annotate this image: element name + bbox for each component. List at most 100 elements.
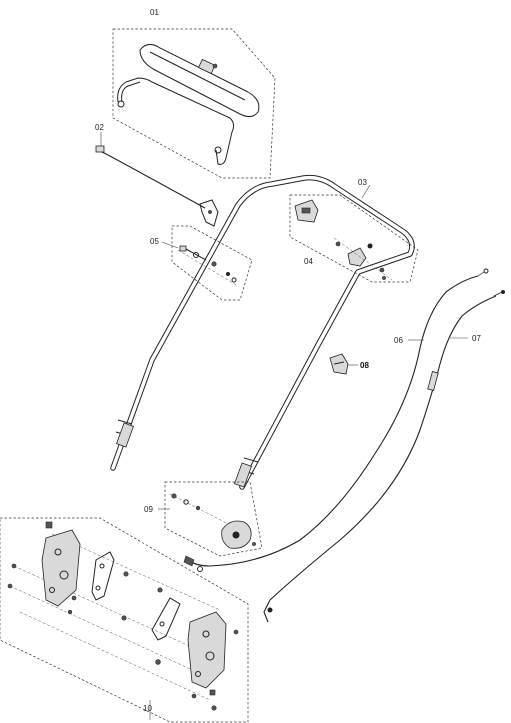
right-bracket-hole-2 [205, 651, 215, 661]
bolt-shank [185, 248, 207, 261]
right-bracket-bolt [209, 689, 216, 696]
left-bracket-bolt [45, 521, 53, 529]
left-bracket-hole-2 [59, 570, 69, 580]
linkage-bolt [208, 210, 212, 214]
group-05-boundary [171, 225, 253, 301]
callout-08: 08 [360, 361, 369, 370]
callout-07: 07 [472, 334, 481, 343]
right-fastener-1 [233, 629, 239, 635]
cable-06-lower-end [183, 555, 195, 567]
left-fastener-3 [71, 595, 77, 601]
left-bracket [41, 529, 81, 607]
cable-guide-lower [347, 247, 367, 267]
cable-07-line [269, 295, 497, 601]
middle-plate-2 [151, 597, 181, 641]
callout-04: 04 [304, 257, 313, 266]
bracket-knob-center [232, 531, 240, 539]
cable-07-lower-end [267, 607, 273, 613]
bolt-head [179, 245, 187, 252]
washer-2 [231, 277, 237, 283]
bracket-nut-1 [195, 505, 201, 511]
group-04-hardware: 04 [289, 194, 419, 283]
nut-d [155, 659, 161, 665]
group-01-boundary [112, 28, 276, 179]
callout-03: 03 [358, 178, 367, 187]
cable-06: 06 [183, 268, 489, 572]
linkage-end [95, 145, 105, 153]
group-10-boundary [0, 517, 249, 723]
linkage-bracket [199, 199, 219, 227]
hardware-axis [333, 237, 393, 281]
group-02-linkage: 02 [95, 123, 219, 227]
group-05-bolt-kit: 05 [150, 225, 253, 301]
leader-03 [361, 184, 371, 199]
group-09-boundary [164, 481, 263, 557]
nut-1 [211, 261, 217, 267]
bail-pivot-right [214, 146, 222, 154]
left-bracket-hole-3 [49, 587, 55, 593]
part-08-cable-clip: 08 [329, 353, 369, 375]
cable-07: 07 [263, 290, 505, 623]
left-tube-clamp [116, 422, 134, 448]
bracket-washer-1 [183, 499, 189, 505]
handle-switch [198, 58, 216, 75]
callout-10: 10 [143, 704, 152, 713]
handle-screw [212, 63, 218, 69]
middle-plate-1-hole-2 [95, 585, 101, 591]
cable-06-nipple [197, 566, 203, 572]
hardware-nut-3 [379, 267, 385, 273]
upper-handle-outer [110, 174, 415, 490]
linkage-rod [97, 149, 206, 209]
leader-05 [161, 241, 179, 249]
axis-4 [19, 611, 211, 701]
bracket-bolt [171, 493, 177, 499]
hardware-nut-2 [367, 243, 373, 249]
bolt-axis [177, 249, 239, 287]
cable-07-end-ball [501, 290, 505, 294]
cable-07-adjuster [427, 371, 439, 391]
right-fastener-2 [191, 693, 197, 699]
bail-pivot-left [117, 100, 125, 108]
group-04-boundary [289, 194, 419, 283]
cable-06-end-eye [483, 268, 489, 274]
callout-06: 06 [394, 336, 403, 345]
callout-02: 02 [95, 123, 104, 132]
bail-lever-inner [121, 81, 141, 103]
callout-09: 09 [144, 505, 153, 514]
group-09-bracket-hardware: 09 [144, 481, 263, 557]
callout-05: 05 [150, 237, 159, 246]
cable-06-line [187, 275, 479, 567]
cable-06-end-wire [477, 271, 485, 277]
group-01-top-handle: 01 [112, 8, 276, 179]
bail-lever [117, 77, 235, 165]
hardware-nut-4 [382, 276, 386, 280]
nut-b [157, 587, 163, 593]
handle-grip [139, 44, 260, 118]
upper-handle-inner [111, 175, 414, 489]
middle-plate-1 [91, 551, 115, 601]
left-fastener-4 [67, 609, 73, 615]
cable-clip-slot [333, 361, 345, 365]
middle-plate-2-hole [159, 621, 165, 627]
washer-1 [193, 252, 199, 258]
nut-c [121, 615, 127, 621]
cable-clip-body [329, 353, 349, 375]
right-bracket [187, 611, 227, 689]
right-bracket-hole-1 [202, 630, 210, 638]
right-fastener-3 [211, 705, 217, 711]
middle-plate-1-hole [99, 563, 105, 569]
cable-07-end-wire [493, 291, 503, 297]
axis-3 [9, 585, 215, 681]
callout-01: 01 [150, 8, 159, 17]
left-fastener-2 [7, 583, 13, 589]
bracket-nut-2 [252, 542, 256, 546]
group-10-lower-brackets: 10 [0, 517, 249, 723]
nut-a [123, 571, 129, 577]
handle-grip-inner [149, 51, 246, 101]
hardware-nut-1 [335, 241, 341, 247]
upper-handle-tube: 03 [110, 174, 415, 490]
left-bracket-hole-1 [54, 548, 62, 556]
left-fastener-1 [11, 563, 17, 569]
right-bracket-hole-3 [195, 671, 201, 677]
